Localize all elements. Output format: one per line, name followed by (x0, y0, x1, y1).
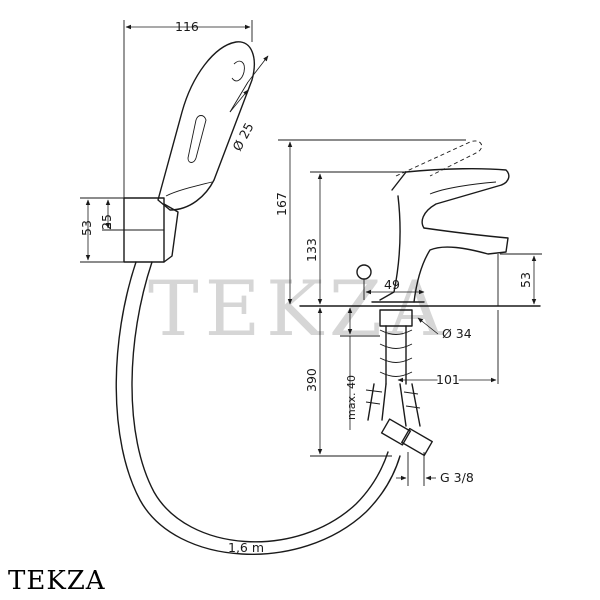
brand-label: TEKZA (8, 566, 106, 596)
dim-133-label: 133 (304, 238, 319, 262)
dim-116: 116 (123, 19, 253, 198)
dim-holder: 53 25 (79, 197, 124, 263)
dim-167: 167 (274, 139, 466, 305)
dim-390-label: 390 (304, 368, 319, 392)
dim-53-holder-label: 53 (79, 220, 94, 236)
mixer-tap (356, 140, 510, 303)
dim-53-right: 53 (500, 253, 542, 305)
dim-53-right-label: 53 (518, 272, 533, 288)
shower-hose (115, 261, 401, 555)
dim-133: 133 (304, 171, 406, 305)
dim-25-holder-label: 25 (99, 214, 114, 230)
hand-shower (157, 41, 255, 211)
dim-49: 49 (365, 254, 499, 306)
supply-connection (365, 309, 433, 457)
dim-diameter-25-label: Ø 25 (229, 120, 256, 153)
watermark-text: TEKZA (148, 264, 449, 353)
dim-167-label: 167 (274, 192, 289, 216)
dim-116-label: 116 (175, 19, 199, 34)
dim-max-40-label: max. 40 (345, 375, 358, 420)
dim-diameter-25: Ø 25 (229, 55, 269, 153)
dim-diameter-34: Ø 34 (417, 317, 472, 341)
dim-49-label: 49 (384, 277, 400, 292)
shower-holder (123, 197, 179, 263)
dim-390: 390 (304, 307, 392, 457)
dim-diameter-34-label: Ø 34 (442, 326, 472, 341)
dim-max-40: max. 40 (340, 307, 380, 430)
dim-thread: G 3/8 (396, 452, 474, 486)
dim-hose-length-label: 1,6 m (228, 540, 264, 555)
dim-101-label: 101 (436, 372, 460, 387)
dim-101: 101 (397, 310, 499, 389)
dim-thread-label: G 3/8 (440, 470, 474, 485)
